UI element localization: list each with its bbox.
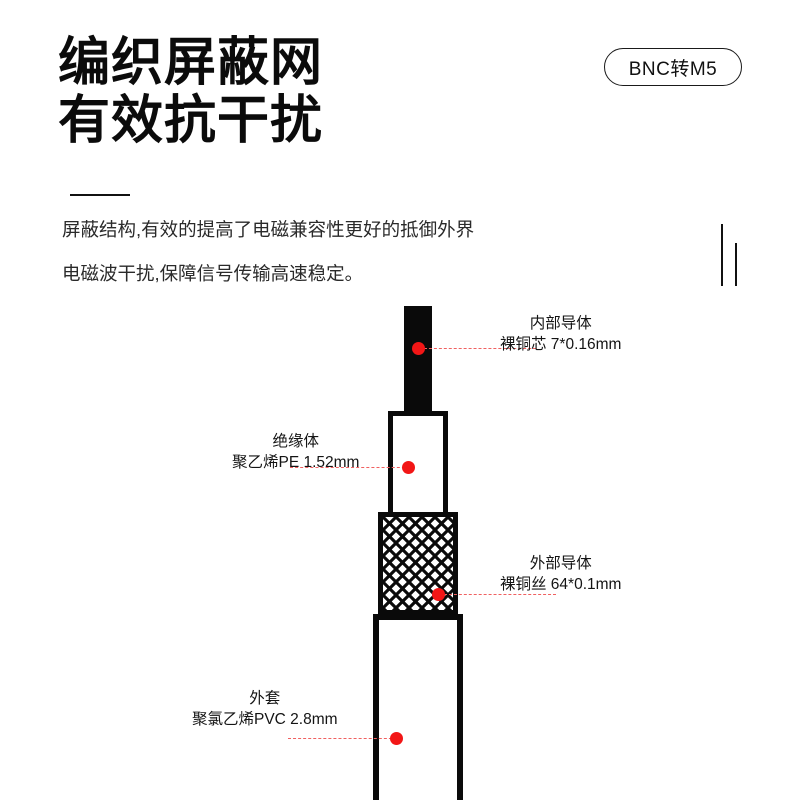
callout-title: 内部导体 — [529, 315, 592, 332]
callout-marker-dot — [412, 342, 425, 355]
decorative-vertical-lines — [714, 220, 754, 290]
callout-spec: 裸铜丝 64*0.1mm — [500, 576, 622, 593]
callout-spec: 聚乙烯PE 1.52mm — [232, 454, 360, 471]
callout-title: 外套 — [249, 690, 281, 707]
callout-text: 外部导体 裸铜丝 64*0.1mm — [500, 553, 621, 595]
product-model-badge: BNC转M5 — [604, 48, 742, 86]
callout-text: 外套 聚氯乙烯PVC 2.8mm — [192, 688, 338, 730]
callout-leader-line — [290, 467, 410, 468]
callout-text: 绝缘体 聚乙烯PE 1.52mm — [232, 431, 359, 473]
page-title: 编织屏蔽网 有效抗干扰 — [58, 34, 488, 150]
inner-conductor-shape — [404, 306, 432, 412]
insulator-shape — [388, 411, 448, 515]
callout-leader-line — [288, 738, 402, 739]
callout-spec: 裸铜芯 7*0.16mm — [500, 336, 622, 353]
callout-marker-dot — [390, 732, 403, 745]
callout-marker-dot — [402, 461, 415, 474]
callout-spec: 聚氯乙烯PVC 2.8mm — [192, 711, 338, 728]
page-title-line-1: 编织屏蔽网 — [58, 34, 324, 92]
page-title-line-2: 有效抗干扰 — [58, 92, 324, 150]
page-subtitle-line-1: 屏蔽结构,有效的提高了电磁兼容性更好的抵御外界 — [62, 219, 475, 240]
decorative-line-tall — [721, 224, 723, 286]
outer-jacket-shape — [373, 614, 463, 800]
callout-marker-dot — [432, 588, 445, 601]
title-underline-rule — [70, 194, 130, 196]
callout-leader-line — [444, 594, 556, 595]
decorative-line-short — [735, 243, 737, 286]
callout-text: 内部导体 裸铜芯 7*0.16mm — [500, 313, 621, 355]
page-subtitle: 屏蔽结构,有效的提高了电磁兼容性更好的抵御外界 电磁波干扰,保障信号传输高速稳定… — [62, 208, 602, 296]
braided-shield-shape — [378, 512, 458, 615]
callout-title: 绝缘体 — [272, 433, 319, 450]
callout-title: 外部导体 — [529, 555, 592, 572]
callout-leader-line — [424, 348, 536, 349]
page-subtitle-line-2: 电磁波干扰,保障信号传输高速稳定。 — [62, 263, 364, 284]
